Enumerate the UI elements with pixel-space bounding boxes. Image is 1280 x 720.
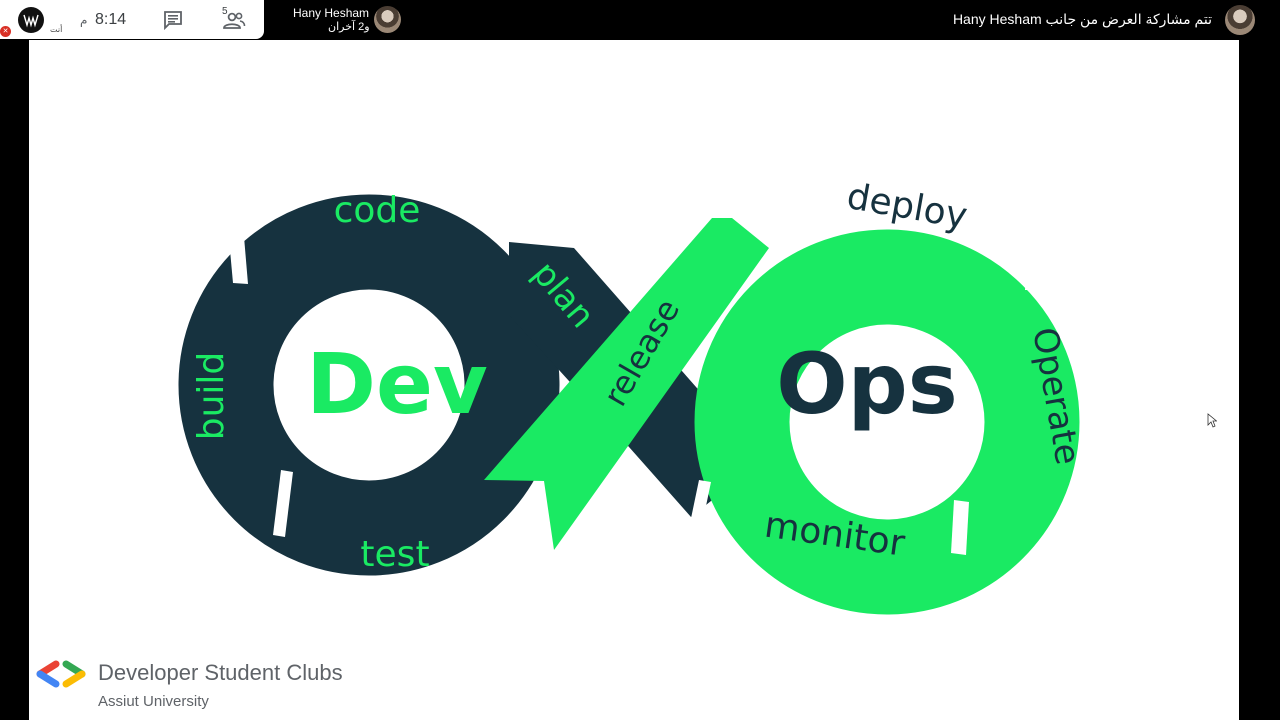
presenter-avatar[interactable] — [1225, 5, 1255, 35]
dev-ring-gap — [273, 470, 293, 537]
release-arrow-segment — [484, 218, 769, 550]
participants-button[interactable]: 5 — [220, 6, 246, 32]
stage-code-label: code — [334, 190, 421, 231]
mouse-cursor-icon — [1207, 413, 1217, 428]
brand-subtitle: Assiut University — [98, 693, 209, 710]
people-icon — [223, 12, 246, 29]
stage-deploy-label: deploy — [844, 176, 970, 237]
dsc-branding: Developer Student Clubs Assiut Universit… — [34, 658, 374, 718]
ops-ring-gap — [951, 500, 969, 555]
presentation-slide: Dev Ops code build test plan release dep… — [29, 40, 1239, 720]
meeting-clock: 8:14 — [95, 11, 127, 28]
chat-icon — [164, 11, 182, 31]
dev-ring-gap — [227, 213, 248, 284]
active-speaker-others: و2 آخران — [328, 21, 370, 33]
ops-loop-ring — [694, 229, 1080, 615]
meeting-top-bar: ✕ أنت م 8:14 5 Hany Hesham و2 آخران تتم … — [0, 0, 1280, 40]
dev-loop-ring — [178, 194, 560, 576]
dev-label: Dev — [306, 335, 487, 433]
stage-test-label: test — [360, 534, 429, 575]
active-speaker-name: Hany Hesham — [293, 6, 370, 20]
participants-count: 5 — [222, 6, 228, 17]
devops-infinity-diagram: Dev Ops code build test plan release dep… — [178, 176, 1088, 615]
chat-button[interactable] — [162, 9, 184, 31]
brand-name: Developer Student Clubs — [98, 660, 343, 685]
ops-ring-gap — [1025, 208, 1045, 290]
meeting-controls-panel: ✕ أنت م 8:14 5 — [0, 0, 264, 39]
self-label: أنت — [50, 25, 63, 34]
self-avatar-logo-icon — [23, 14, 39, 28]
active-speaker-avatar[interactable] — [374, 6, 401, 33]
ops-label: Ops — [776, 335, 958, 433]
presenting-banner: تتم مشاركة العرض من جانب Hany Hesham — [952, 11, 1212, 27]
dsc-logo-icon — [36, 660, 86, 688]
ops-ring-gap — [689, 480, 711, 530]
stage-build-label: build — [191, 352, 232, 441]
self-avatar[interactable] — [18, 7, 44, 33]
clock-period: م — [80, 13, 88, 27]
mic-off-icon: ✕ — [0, 26, 11, 37]
